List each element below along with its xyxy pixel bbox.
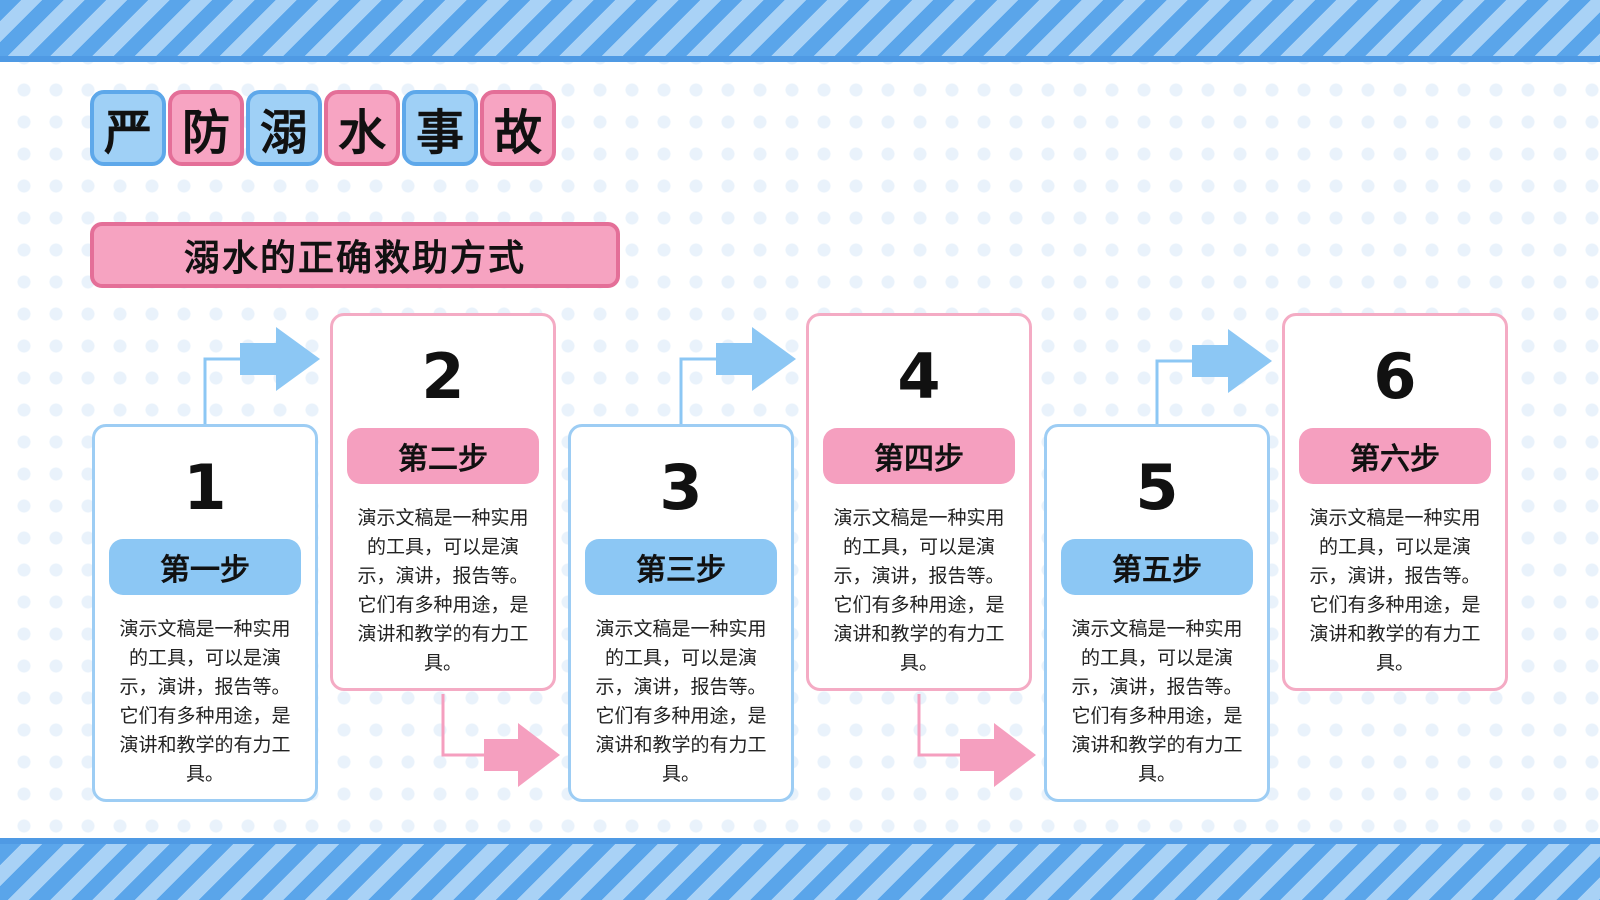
step-description: 演示文稿是一种实用的工具，可以是演示，演讲，报告等。它们有多种用途，是演讲和教学… bbox=[1071, 618, 1243, 785]
step-description: 演示文稿是一种实用的工具，可以是演示，演讲，报告等。它们有多种用途，是演讲和教学… bbox=[119, 618, 291, 785]
page-title: 严 防 溺 水 事 故 bbox=[90, 90, 556, 166]
step-description: 演示文稿是一种实用的工具，可以是演示，演讲，报告等。它们有多种用途，是演讲和教学… bbox=[595, 618, 767, 785]
step-number: 2 bbox=[421, 340, 465, 413]
bottom-stripe-border bbox=[0, 838, 1600, 900]
arrow-right-icon bbox=[917, 694, 1036, 787]
step-card: 6 第六步 演示文稿是一种实用的工具，可以是演示，演讲，报告等。它们有多种用途，… bbox=[1282, 313, 1508, 691]
step-card: 5 第五步 演示文稿是一种实用的工具，可以是演示，演讲，报告等。它们有多种用途，… bbox=[1044, 424, 1270, 802]
step-label: 第四步 bbox=[823, 428, 1015, 484]
step-number: 3 bbox=[659, 451, 703, 524]
arrow-right-icon bbox=[679, 327, 796, 424]
step-description: 演示文稿是一种实用的工具，可以是演示，演讲，报告等。它们有多种用途，是演讲和教学… bbox=[357, 507, 529, 674]
step-card: 4 第四步 演示文稿是一种实用的工具，可以是演示，演讲，报告等。它们有多种用途，… bbox=[806, 313, 1032, 691]
top-stripe-border bbox=[0, 0, 1600, 62]
step-label: 第一步 bbox=[109, 539, 301, 595]
step-label: 第六步 bbox=[1299, 428, 1491, 484]
step-label: 第二步 bbox=[347, 428, 539, 484]
title-tile: 严 bbox=[90, 90, 166, 166]
title-tile: 防 bbox=[168, 90, 244, 166]
title-tile: 故 bbox=[480, 90, 556, 166]
step-number: 6 bbox=[1373, 340, 1417, 413]
section-subtitle: 溺水的正确救助方式 bbox=[90, 222, 620, 288]
step-card: 2 第二步 演示文稿是一种实用的工具，可以是演示，演讲，报告等。它们有多种用途，… bbox=[330, 313, 556, 691]
arrow-right-icon bbox=[1155, 329, 1272, 424]
step-number: 1 bbox=[183, 451, 227, 524]
arrow-right-icon bbox=[441, 694, 560, 787]
step-card: 3 第三步 演示文稿是一种实用的工具，可以是演示，演讲，报告等。它们有多种用途，… bbox=[568, 424, 794, 802]
arrow-right-icon bbox=[203, 327, 320, 424]
step-card: 1 第一步 演示文稿是一种实用的工具，可以是演示，演讲，报告等。它们有多种用途，… bbox=[92, 424, 318, 802]
title-tile: 事 bbox=[402, 90, 478, 166]
step-label: 第五步 bbox=[1061, 539, 1253, 595]
step-number: 5 bbox=[1135, 451, 1179, 524]
step-label: 第三步 bbox=[585, 539, 777, 595]
title-tile: 溺 bbox=[246, 90, 322, 166]
step-number: 4 bbox=[897, 340, 941, 413]
step-description: 演示文稿是一种实用的工具，可以是演示，演讲，报告等。它们有多种用途，是演讲和教学… bbox=[1309, 507, 1481, 674]
title-tile: 水 bbox=[324, 90, 400, 166]
step-description: 演示文稿是一种实用的工具，可以是演示，演讲，报告等。它们有多种用途，是演讲和教学… bbox=[833, 507, 1005, 674]
